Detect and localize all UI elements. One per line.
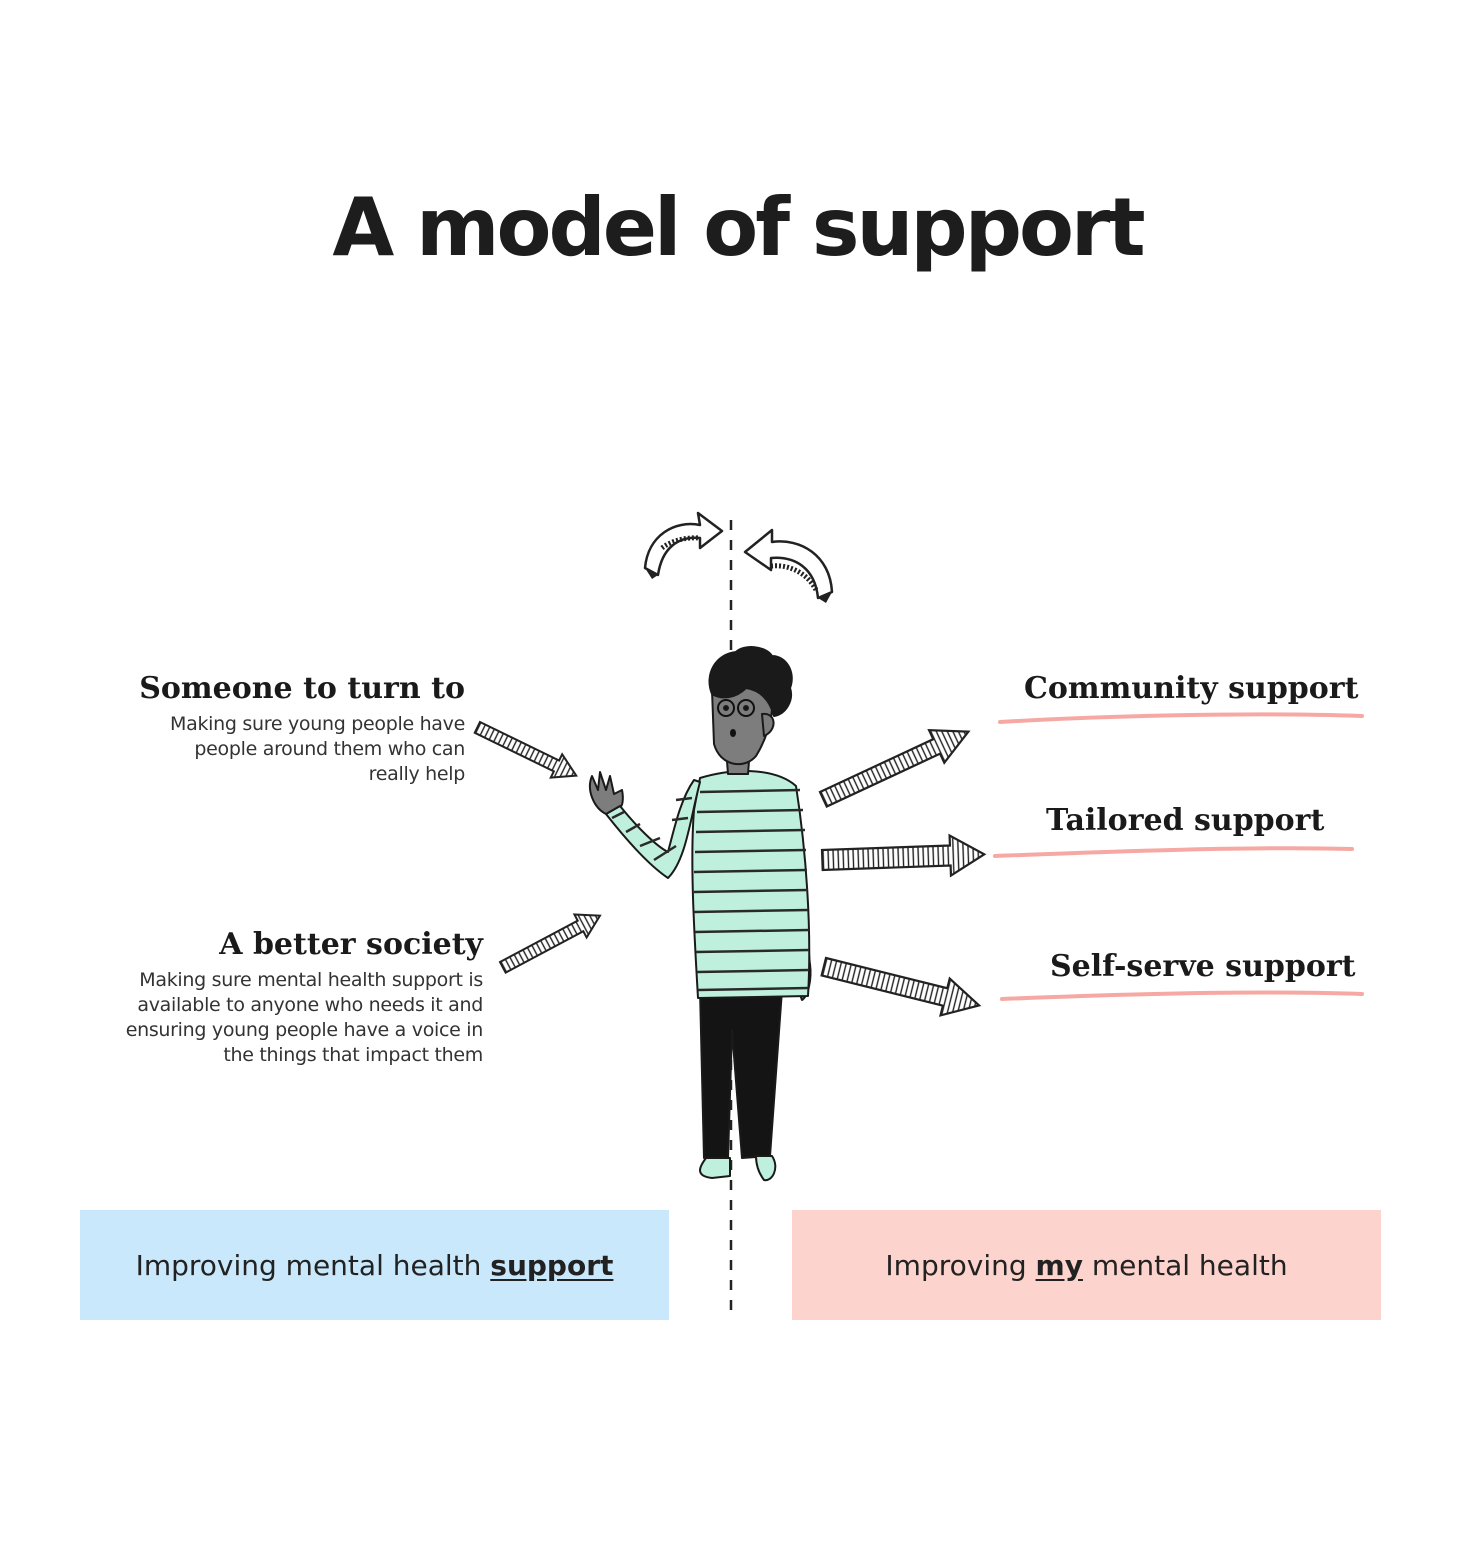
a-better-society-description: Making sure mental health support is ava… xyxy=(43,968,484,1068)
curved-arrow-icon xyxy=(643,511,724,579)
description-line: really help xyxy=(368,763,466,785)
straight-arrow-icon xyxy=(473,720,579,779)
box-text-prefix: Improving mental health xyxy=(135,1248,491,1282)
person-illustration xyxy=(588,646,812,1182)
improving-my-health-box: Improving my mental health xyxy=(792,1210,1381,1320)
box-text-prefix: Improving xyxy=(885,1248,1036,1282)
tailored-support-label: Tailored support xyxy=(1046,803,1325,838)
page-title: A model of support xyxy=(332,181,1145,274)
description-line: Making sure young people have xyxy=(170,713,465,735)
straight-arrow-icon xyxy=(498,913,602,974)
a-better-society-heading: A better society xyxy=(219,927,483,962)
box-text-suffix: mental health xyxy=(1082,1248,1288,1282)
label-underline xyxy=(1000,990,1364,1001)
label-underline xyxy=(998,712,1364,724)
someone-to-turn-to-description: Making sure young people have people aro… xyxy=(85,712,465,787)
description-line: people around them who can xyxy=(194,738,465,760)
self-serve-support-label: Self-serve support xyxy=(1050,949,1356,984)
box-text-emphasis: support xyxy=(490,1248,614,1282)
community-support-label: Community support xyxy=(1024,671,1359,706)
someone-to-turn-to-heading: Someone to turn to xyxy=(139,671,465,706)
description-line: ensuring young people have a voice in xyxy=(125,1019,484,1041)
sweater-stripes xyxy=(611,788,810,992)
straight-arrow-icon xyxy=(820,833,987,878)
curved-arrow-icon xyxy=(743,528,834,603)
straight-arrow-icon xyxy=(818,728,971,808)
box-text-emphasis: my xyxy=(1035,1248,1083,1282)
description-line: the things that impact them xyxy=(223,1044,483,1066)
description-line: Making sure mental health support is xyxy=(139,969,483,991)
label-underline xyxy=(993,846,1354,858)
improving-support-box: Improving mental health support xyxy=(80,1210,669,1320)
description-line: available to anyone who needs it and xyxy=(137,994,483,1016)
straight-arrow-icon xyxy=(820,956,982,1017)
